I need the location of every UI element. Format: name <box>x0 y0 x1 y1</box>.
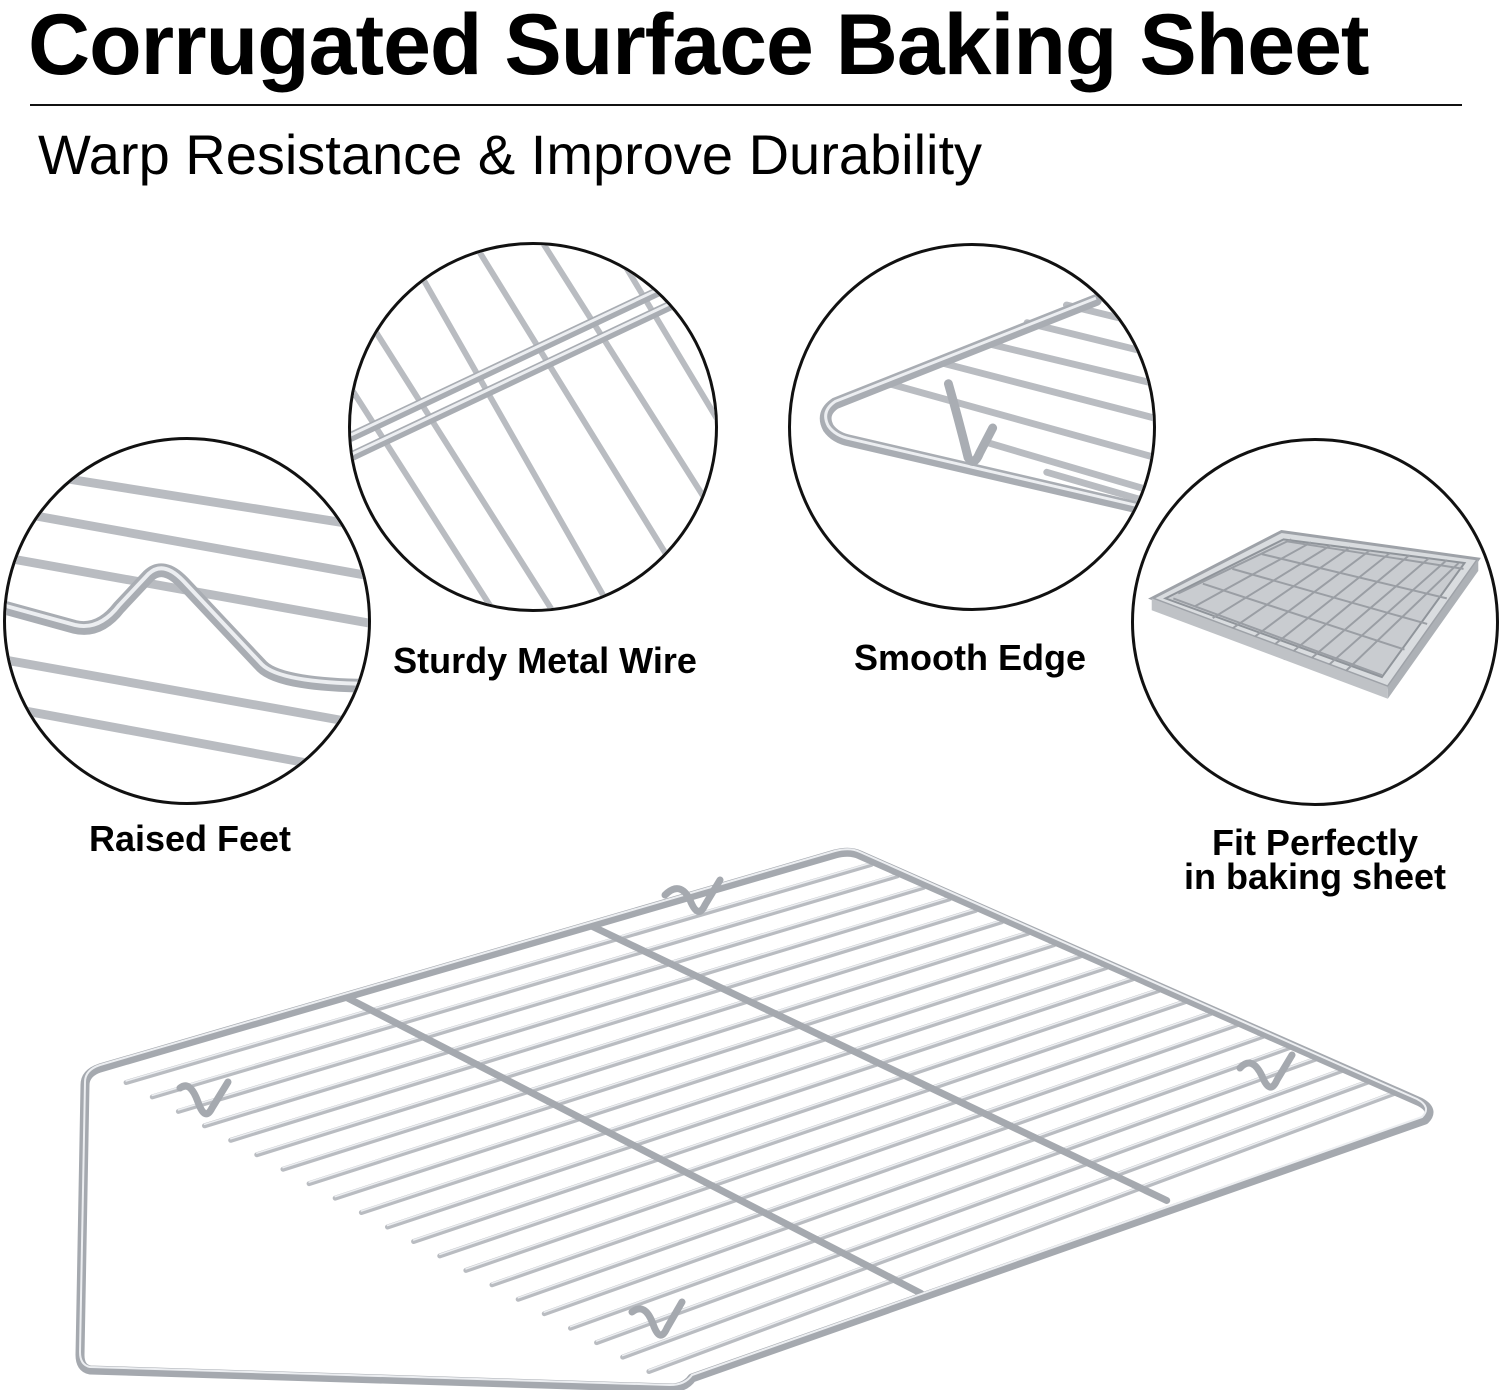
rack-wire-highlight <box>569 1056 1317 1328</box>
page-title: Corrugated Surface Baking Sheet <box>28 0 1370 93</box>
rack-wire-highlight <box>308 942 1055 1183</box>
rack-wire <box>568 1056 1318 1331</box>
rack-wire-highlight <box>517 1034 1264 1299</box>
rack-wire <box>437 999 1188 1259</box>
rack-support-bar <box>342 993 925 1297</box>
smooth-edge-detail-image <box>788 243 1156 611</box>
rack-wire <box>254 919 1005 1158</box>
rack-wire <box>228 907 979 1143</box>
title-divider <box>30 104 1462 106</box>
rack-wire-highlight <box>543 1045 1291 1313</box>
sturdy-metal-wire-label: Sturdy Metal Wire <box>393 640 697 681</box>
fit-perfectly-label: Fit Perfectly in baking sheet <box>1160 822 1470 897</box>
rack-wire <box>594 1068 1345 1346</box>
rack-wire <box>463 1010 1214 1273</box>
rack-wire <box>515 1033 1266 1302</box>
fit-perfectly-label-line2: in baking sheet <box>1183 856 1447 897</box>
rack-wire <box>332 953 1083 1201</box>
sturdy-wire-detail-image <box>348 242 718 612</box>
smooth-edge-wire-illustration <box>819 294 1153 518</box>
rack-wire-highlight <box>334 953 1081 1198</box>
rack-wire <box>175 884 926 1114</box>
rack-wire-highlight <box>177 885 925 1111</box>
cooling-rack-illustration <box>75 847 1434 1393</box>
main-cooling-rack-image <box>70 840 1450 1393</box>
rack-support-bar <box>588 922 1171 1204</box>
rack-wire <box>202 896 952 1129</box>
sturdy-wire-illustration <box>351 245 715 609</box>
rack-wire-highlight <box>439 999 1186 1256</box>
rack-wire <box>123 862 874 1085</box>
rack-wire-highlight <box>595 1068 1343 1342</box>
smooth-edge-label: Smooth Edge <box>854 637 1086 678</box>
rack-wire-highlight <box>125 862 872 1082</box>
rack-wire-highlight <box>491 1022 1238 1285</box>
rack-wire-highlight <box>256 919 1003 1154</box>
rack-wire-highlight <box>465 1011 1212 1270</box>
raised-feet-label: Raised Feet <box>88 818 292 859</box>
rack-wire-highlight <box>282 930 1029 1169</box>
raised-feet-wire-illustration <box>6 464 368 779</box>
rack-wire-highlight <box>648 1091 1395 1371</box>
rack-wire <box>489 1022 1240 1288</box>
page-subtitle: Warp Resistance & Improve Durability <box>38 123 983 186</box>
rack-wire-highlight <box>386 976 1134 1227</box>
rack-in-sheet-illustration <box>1148 529 1481 699</box>
rack-wire <box>358 965 1109 1215</box>
fit-perfectly-label-line1: Fit Perfectly <box>1211 822 1419 863</box>
fit-in-baking-sheet-image <box>1131 438 1499 806</box>
rack-wire-highlight <box>621 1079 1369 1357</box>
rack-wire <box>149 873 900 1100</box>
rack-wire <box>385 976 1135 1230</box>
rack-wire-highlight <box>151 873 899 1097</box>
rack-wire <box>411 988 1162 1244</box>
rack-wire <box>280 930 1031 1172</box>
rack-wire <box>541 1045 1292 1317</box>
rack-wire <box>306 942 1057 1187</box>
rack-wire-highlight <box>360 965 1108 1212</box>
rack-wire-highlight <box>229 908 977 1140</box>
rack-wire <box>620 1079 1371 1360</box>
rack-wire-highlight <box>203 896 951 1126</box>
raised-feet-detail-image <box>3 437 371 805</box>
rack-wire-highlight <box>412 988 1160 1241</box>
rack-wire <box>646 1091 1397 1374</box>
